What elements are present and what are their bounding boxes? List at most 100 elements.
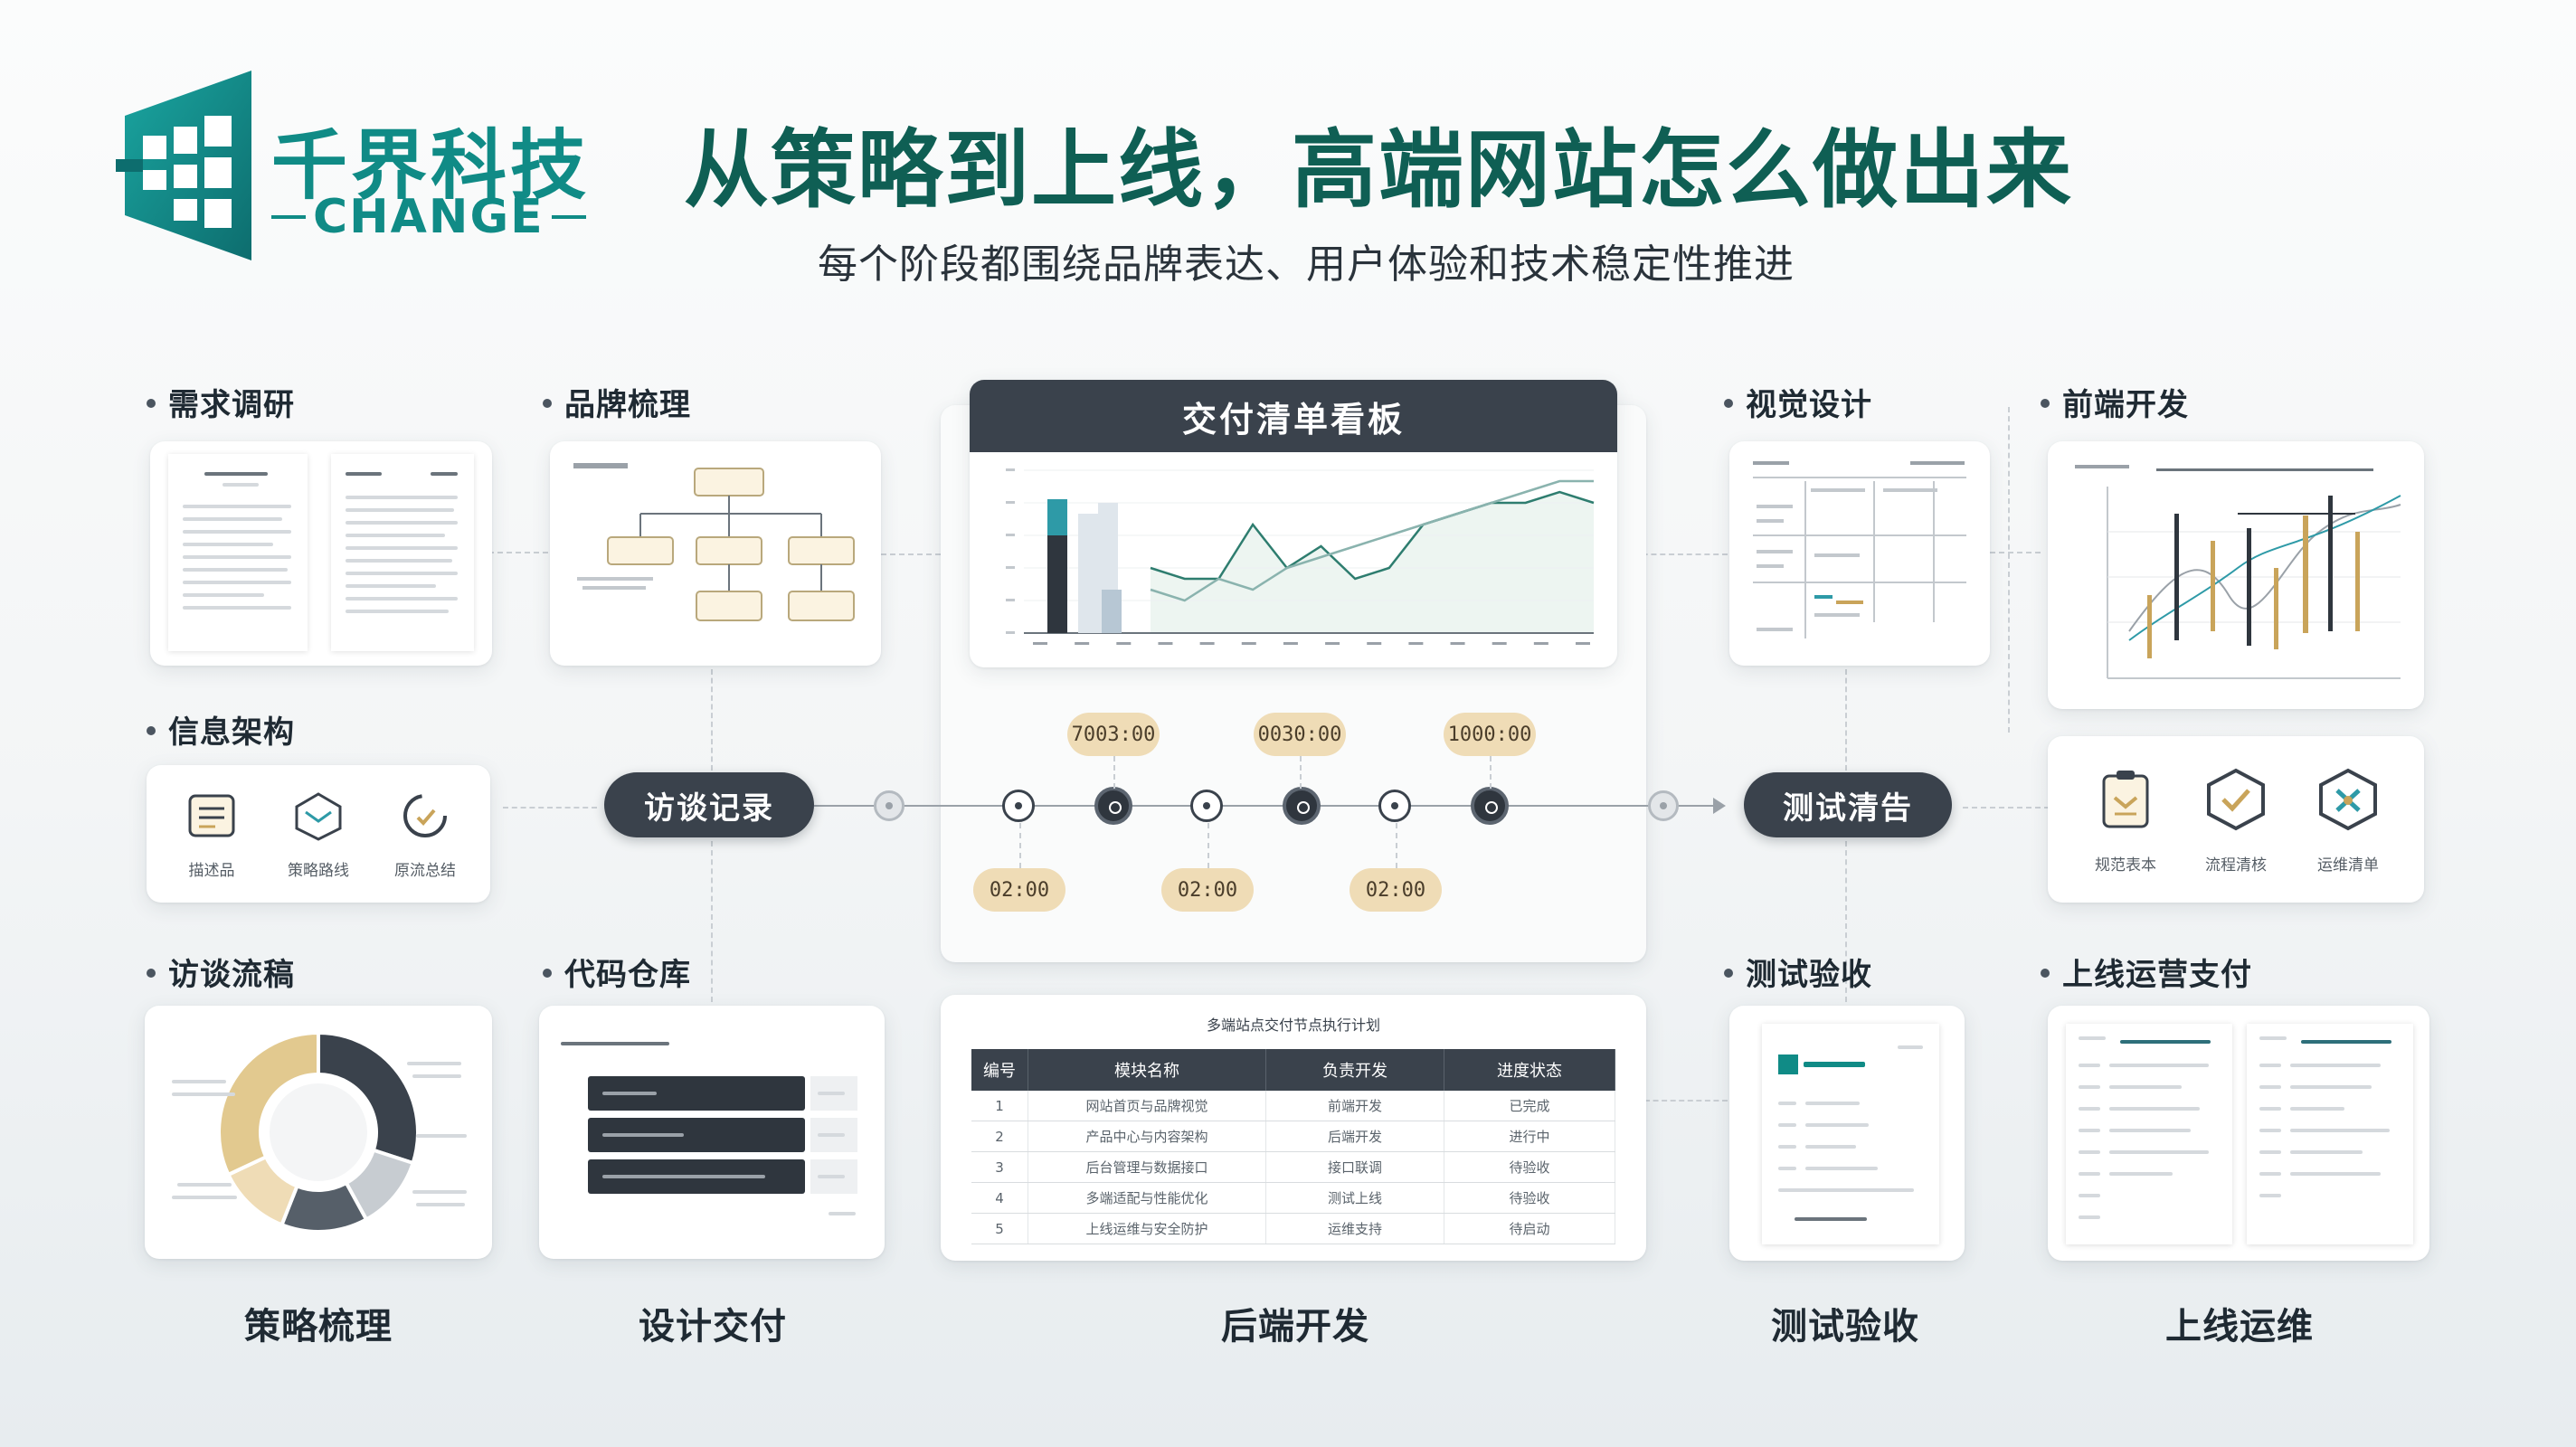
stage-label: 设计交付 <box>639 1306 787 1348</box>
interview-card <box>145 1006 492 1259</box>
x-tick-label <box>1367 642 1382 645</box>
donut-chart <box>217 1030 420 1234</box>
section-label-interview: 访谈流稿 <box>147 950 295 994</box>
repo-row <box>588 1076 805 1111</box>
ops-icon <box>2319 768 2377 831</box>
x-tick-label <box>1408 642 1424 645</box>
timeline-node <box>1471 787 1509 825</box>
section-label-testing: 测试验收 <box>1724 950 1872 994</box>
table-header: 编号 <box>971 1049 1028 1091</box>
repo-row <box>588 1159 805 1194</box>
series-area <box>1151 492 1594 633</box>
delivery-board: 交付清单看板 <box>970 380 1617 667</box>
frontend-card <box>2048 441 2424 709</box>
table-header: 模块名称 <box>1028 1049 1266 1091</box>
brand-logo-mark <box>116 71 251 260</box>
bar <box>1047 499 1067 535</box>
y-tick-label <box>1006 534 1015 536</box>
section-label-research: 需求调研 <box>147 380 295 424</box>
bar <box>1047 535 1067 633</box>
x-tick-label <box>1116 642 1132 645</box>
repo-title <box>561 1042 669 1045</box>
repo-row-meta <box>810 1118 857 1152</box>
x-tick-label <box>1492 642 1507 645</box>
research-card <box>150 441 492 666</box>
section-label-visual: 视觉设计 <box>1724 380 1872 424</box>
timeline-arrow <box>1713 798 1726 814</box>
timeline-tag: 0030:00 <box>1254 713 1346 756</box>
y-tick-label <box>1006 631 1015 634</box>
repo-row-meta <box>810 1159 857 1194</box>
brand-logo: 千界科技 CHANGE <box>116 71 604 260</box>
timeline-node <box>1378 790 1411 822</box>
info-icon-label: 原流总结 <box>394 862 456 880</box>
timeline-line <box>814 805 1719 807</box>
test-report-pill[interactable]: 测试清告 <box>1744 772 1952 837</box>
brand-sub: CHANGE <box>271 190 597 244</box>
mini-logo-icon <box>1778 1055 1798 1074</box>
donut-note <box>412 1074 461 1078</box>
stage-label: 测试验收 <box>1771 1306 1919 1348</box>
x-tick-label <box>1075 642 1090 645</box>
series-line <box>1150 490 1595 581</box>
x-tick-label <box>1533 642 1548 645</box>
connector <box>503 807 597 809</box>
x-tick-label <box>1033 642 1047 645</box>
timeline-node <box>1094 787 1132 825</box>
timeline-tag: 7003:00 <box>1067 713 1160 756</box>
donut-note <box>177 1183 232 1187</box>
x-tick-label <box>1241 642 1256 645</box>
donut-slice <box>317 1030 420 1166</box>
repo-row-meta <box>810 1076 857 1111</box>
strategy-icon <box>295 792 342 841</box>
board-header: 交付清单看板 <box>970 380 1617 452</box>
timeline-node <box>1648 790 1679 821</box>
test-icons-card: 规范表本 流程清核 运维清单 <box>2048 736 2424 903</box>
stage-label: 策略梳理 <box>244 1306 393 1348</box>
donut-note <box>412 1190 467 1194</box>
table-header: 负责开发 <box>1265 1049 1444 1091</box>
brand-name: 千界科技 <box>271 121 591 210</box>
x-tick-label <box>1283 642 1298 645</box>
y-tick-label <box>1006 599 1015 601</box>
connector <box>881 553 968 555</box>
info-icon-label: 策略路线 <box>288 862 349 880</box>
interview-record-pill[interactable]: 访谈记录 <box>604 772 814 837</box>
brand-card <box>550 441 881 666</box>
connector <box>711 841 713 1002</box>
launch-doc <box>2247 1024 2413 1244</box>
y-tick-label <box>1006 468 1015 471</box>
stage-label: 后端开发 <box>1221 1306 1369 1348</box>
connector <box>1963 807 2050 809</box>
donut-note <box>172 1080 226 1083</box>
bar <box>1102 590 1122 633</box>
series-line <box>1150 479 1594 602</box>
acceptance-card <box>1729 1006 1965 1261</box>
summary-icon <box>403 794 447 837</box>
document-page <box>331 454 474 651</box>
visual-design-card <box>1729 441 1990 666</box>
info-icon-label: 描述品 <box>188 862 235 880</box>
connector <box>1644 1100 1728 1102</box>
timeline-tag: 1000:00 <box>1444 713 1536 756</box>
timeline-tag: 02:00 <box>1350 868 1442 912</box>
stage-label: 上线运维 <box>2165 1306 2314 1348</box>
timeline-tag: 02:00 <box>1161 868 1254 912</box>
connector <box>1624 553 1728 555</box>
frontend-chart <box>2075 465 2401 679</box>
table-header: 进度状态 <box>1444 1049 1615 1091</box>
donut-hole <box>270 1083 367 1181</box>
test-icon-label: 运维清单 <box>2317 856 2379 875</box>
x-tick-label <box>1450 642 1465 645</box>
timeline-node <box>1190 790 1223 822</box>
repo-row <box>588 1118 805 1152</box>
test-icon-label: 流程清核 <box>2205 856 2267 875</box>
y-tick-label <box>1006 566 1015 569</box>
donut-note <box>416 1203 465 1206</box>
